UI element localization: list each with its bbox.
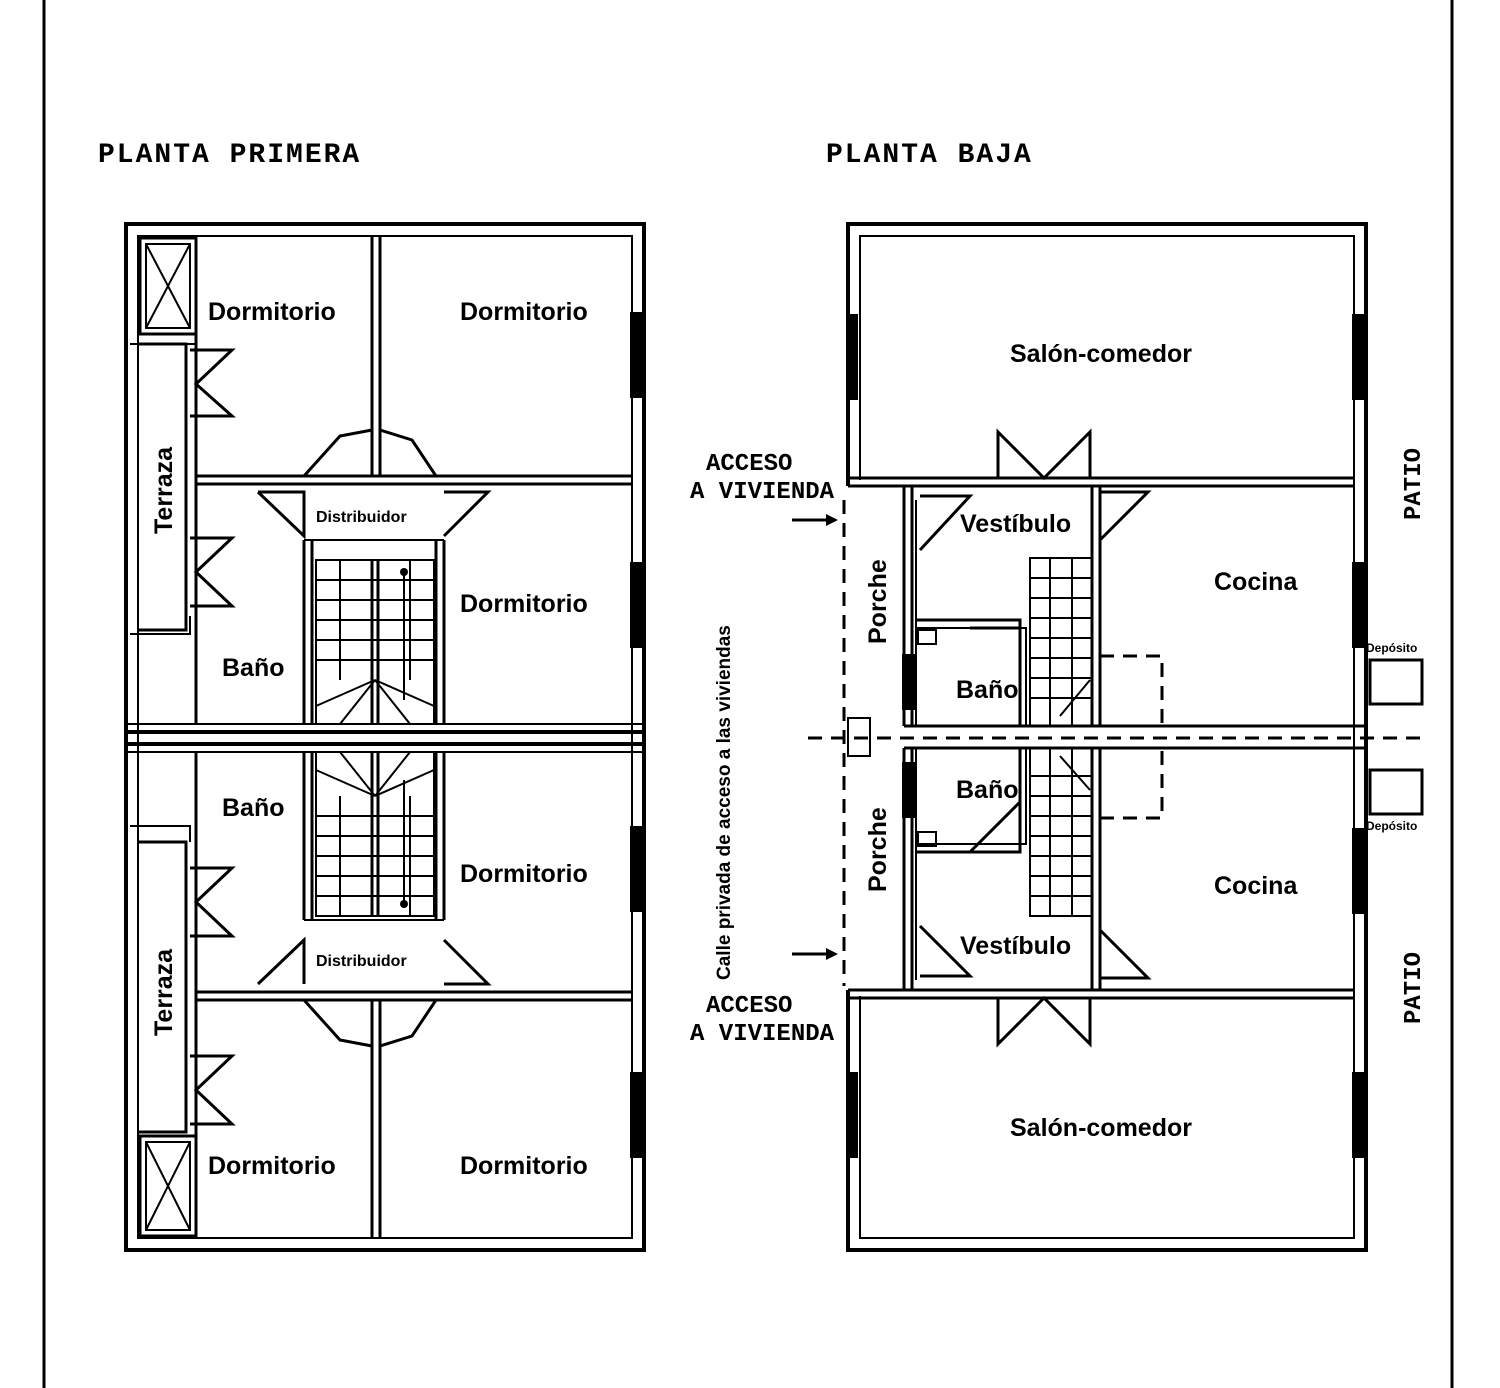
ground-floor-title: PLANTA BAJA — [826, 140, 1033, 171]
upper-floor-title: PLANTA PRIMERA — [98, 140, 361, 171]
sheet-border — [42, 0, 1454, 1388]
room-label-salon-comedor: Salón-comedor — [1010, 340, 1192, 368]
room-label-bano: Baño — [222, 654, 285, 682]
room-label-terraza: Terraza — [150, 948, 178, 1036]
label-deposito: Depósito — [1366, 641, 1417, 655]
upper-stair-top — [315, 559, 435, 725]
room-label-dormitorio: Dormitorio — [208, 298, 336, 326]
label-patio: PATIO — [1401, 952, 1428, 1024]
label-patio: PATIO — [1401, 448, 1428, 520]
room-label-dormitorio: Dormitorio — [460, 590, 588, 618]
room-label-bano: Baño — [222, 794, 285, 822]
room-label-dormitorio: Dormitorio — [208, 1152, 336, 1180]
upper-stair-bottom — [315, 751, 435, 917]
room-label-porche: Porche — [864, 559, 892, 644]
upper-floor-plan — [124, 222, 646, 1252]
access-label-top-line2: A VIVIENDA — [690, 479, 835, 506]
room-label-vestibulo: Vestíbulo — [960, 510, 1071, 538]
ground-stair-bottom — [1029, 747, 1093, 917]
ground-floor-plan — [792, 222, 1424, 1252]
room-label-distribuidor: Distribuidor — [316, 953, 407, 970]
access-label-top-line1: ACCESO — [706, 451, 792, 478]
ground-stair-top — [1029, 557, 1093, 727]
room-label-salon-comedor: Salón-comedor — [1010, 1114, 1192, 1142]
street-label: Calle privada de acceso a las viviendas — [714, 625, 735, 980]
access-label-bottom-line2: A VIVIENDA — [690, 1021, 835, 1048]
room-label-terraza: Terraza — [150, 446, 178, 534]
room-label-cocina: Cocina — [1214, 568, 1298, 596]
label-deposito: Depósito — [1366, 819, 1417, 833]
room-label-bano: Baño — [956, 776, 1019, 804]
room-label-porche: Porche — [864, 807, 892, 892]
room-label-dormitorio: Dormitorio — [460, 298, 588, 326]
room-label-vestibulo: Vestíbulo — [960, 932, 1071, 960]
room-label-distribuidor: Distribuidor — [316, 509, 407, 526]
access-label-bottom-line1: ACCESO — [706, 993, 792, 1020]
room-label-cocina: Cocina — [1214, 872, 1298, 900]
room-label-dormitorio: Dormitorio — [460, 860, 588, 888]
room-label-bano: Baño — [956, 676, 1019, 704]
room-label-dormitorio: Dormitorio — [460, 1152, 588, 1180]
